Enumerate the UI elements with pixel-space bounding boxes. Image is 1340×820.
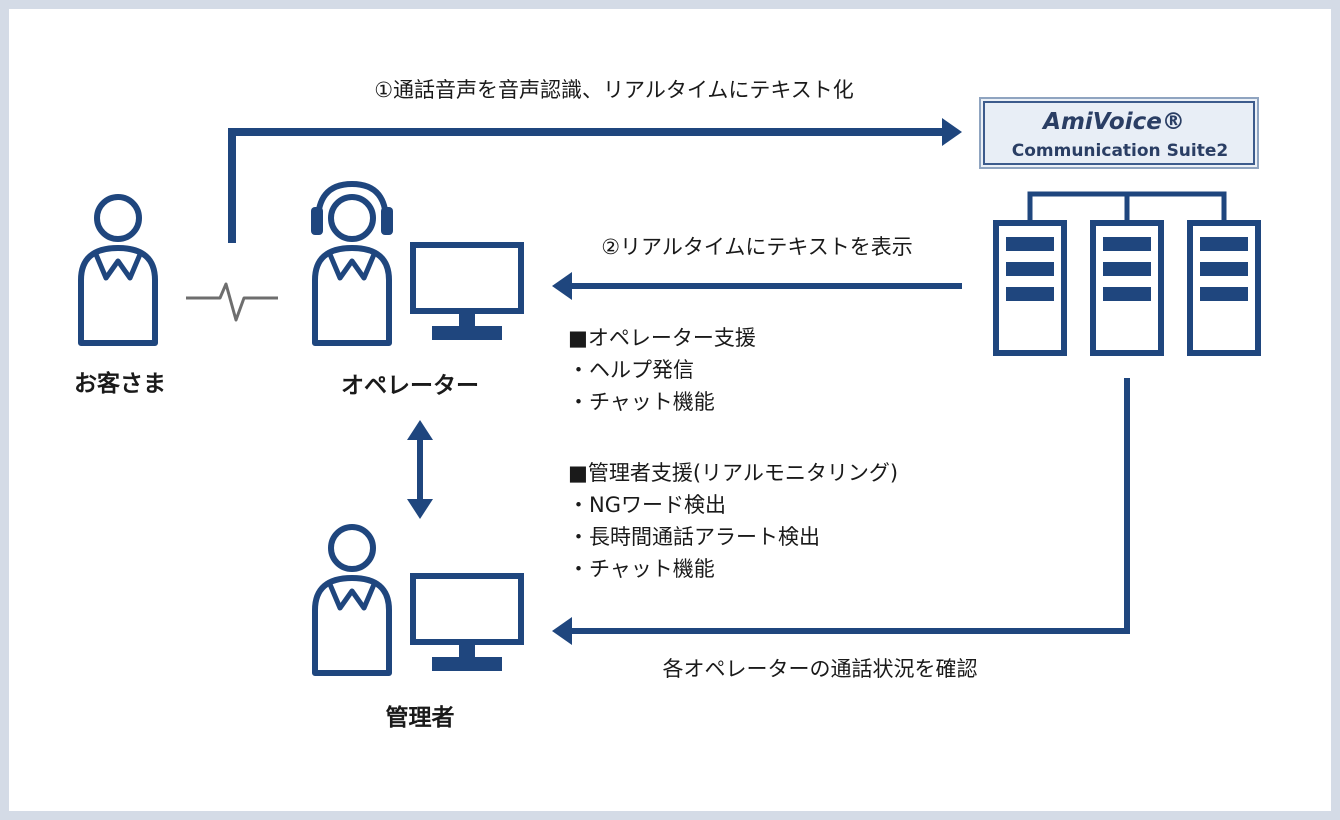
customer-person-icon: [81, 197, 155, 343]
admin-monitor-icon: [413, 576, 521, 671]
customer-label: お客さま: [74, 370, 166, 397]
list-item: ・ヘルプ発信: [568, 358, 694, 382]
server-icon: [1190, 223, 1258, 353]
admin-person-icon: [315, 527, 389, 673]
step2-label: ②リアルタイムにテキストを表示: [601, 235, 913, 259]
step3-label: 各オペレーターの通話状況を確認: [663, 657, 978, 681]
arrow-realtime-display: [552, 272, 962, 300]
list-item: ・チャット機能: [568, 557, 715, 581]
server-rack: [996, 191, 1258, 353]
server-icon: [1093, 223, 1161, 353]
double-arrow-operator-admin: [407, 420, 433, 519]
diagram-canvas: ①通話音声を音声認識、リアルタイムにテキスト化 AmiVoice® Commun…: [9, 9, 1331, 811]
list-item: ・チャット機能: [568, 390, 715, 414]
operator-support-heading: ■オペレーター支援: [568, 326, 756, 350]
operator-headset-icon: [311, 180, 393, 235]
operator-label: オペレーター: [341, 373, 479, 399]
product-name: AmiVoice®: [1041, 109, 1185, 135]
step1-label: ①通話音声を音声認識、リアルタイムにテキスト化: [374, 78, 854, 102]
amivoice-logo: AmiVoice® Communication Suite2: [979, 97, 1259, 169]
operator-support-list: ■オペレーター支援 ・ヘルプ発信 ・チャット機能: [568, 326, 756, 414]
product-subname: Communication Suite2: [1012, 141, 1228, 161]
arrow-speech-to-text: [228, 118, 962, 243]
list-item: ・NGワード検出: [568, 493, 726, 517]
admin-support-list: ■管理者支援(リアルモニタリング) ・NGワード検出 ・長時間通話アラート検出 …: [568, 461, 898, 581]
arrow-admin-monitoring: [552, 378, 1130, 645]
operator-person-icon: [315, 197, 389, 343]
voice-wave-icon: [186, 282, 278, 322]
diagram-svg: ①通話音声を音声認識、リアルタイムにテキスト化 AmiVoice® Commun…: [74, 78, 1331, 731]
operator-monitor-icon: [413, 245, 521, 340]
admin-label: 管理者: [386, 704, 455, 731]
server-icon: [996, 223, 1064, 353]
admin-support-heading: ■管理者支援(リアルモニタリング): [568, 461, 898, 485]
list-item: ・長時間通話アラート検出: [568, 525, 820, 549]
